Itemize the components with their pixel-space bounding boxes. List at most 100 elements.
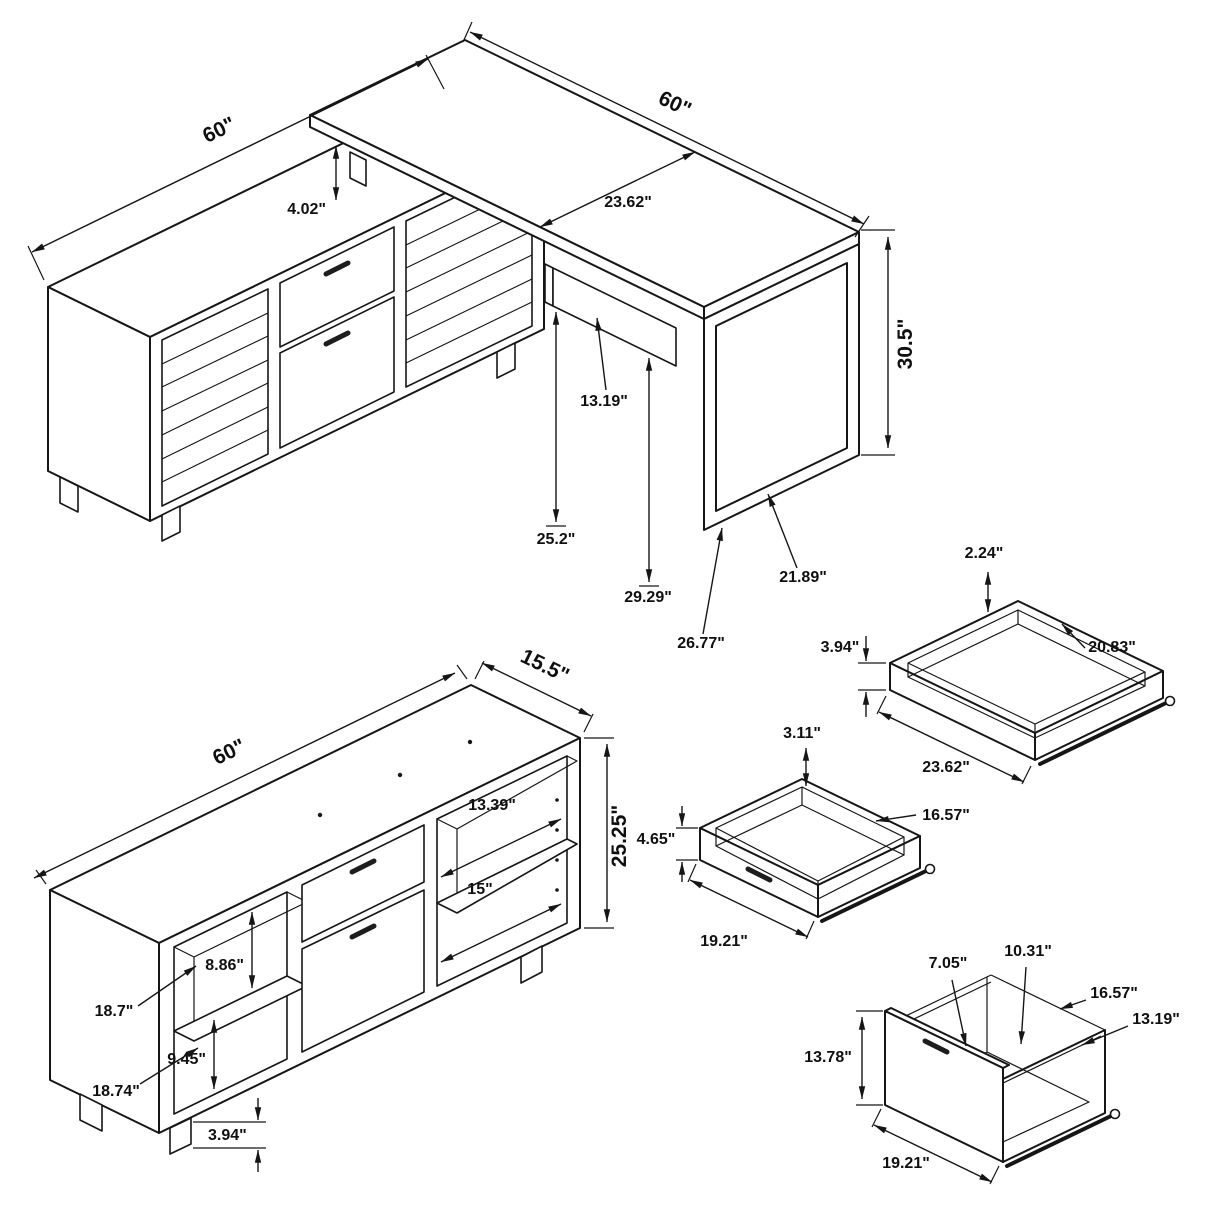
drawer-handle [323, 330, 351, 347]
dim-credenza-upper-compartment-width-annotation: 18.7" [95, 965, 197, 1020]
slide-wheel [1164, 695, 1176, 707]
drawer-file-view: 7.05" 10.31" 16.57" 13.19" 13.78" 19.21" [804, 943, 1180, 1185]
dim-desk-leg-base: 26.77" [677, 635, 725, 652]
cam-hole [317, 812, 323, 818]
dim-desk-return-length: 60" [199, 113, 239, 148]
drawer-side [817, 835, 921, 918]
under-desk-drawer-front [552, 267, 677, 367]
dim-credenza-upper-shelf-width-annotation: 13.39" [440, 797, 562, 878]
dim-drawer-file-inner-depth-annotation: 13.19" [1081, 1011, 1180, 1046]
dim-desk-overall-height-annotation: 30.5" [861, 229, 917, 456]
dim-drawer-top-inner-depth-annotation: 20.83" [1061, 623, 1136, 656]
shelf-pin-hole [555, 888, 559, 892]
cam-hole [397, 772, 403, 778]
dim-drawer-file-back-inner-height: 10.31" [1004, 943, 1052, 960]
file-drawer-back-top [990, 974, 1106, 1031]
drawer-handle [349, 923, 377, 940]
credenza-leg [169, 1117, 192, 1155]
drawer-slide-rail [820, 869, 928, 923]
dim-credenza-lower-compartment-width-annotation: 18.74" [92, 1047, 199, 1100]
under-desk-drawer [544, 263, 677, 367]
dim-desk-leg-base-annotation: 26.77" [677, 527, 725, 652]
dim-drawer-file-front-inner-height: 7.05" [929, 955, 968, 972]
dim-drawer-file-outer-depth-annotation: 16.57" [1059, 985, 1138, 1010]
louvered-door-left [161, 288, 269, 507]
dim-desk-top-depth-annotation: 23.62" [539, 151, 696, 228]
dim-drawer-mid-inner-depth-annotation: 16.57" [875, 807, 970, 824]
dim-desk-underside-clearance: 29.29" [624, 589, 672, 606]
dim-drawer-top-outer-height-annotation: 3.94" [821, 636, 886, 717]
dim-desk-top-depth: 23.62" [604, 194, 652, 211]
dim-drawer-mid-outer-height-annotation: 4.65" [637, 806, 698, 882]
dim-credenza-leg-height-annotation: 3.94" [193, 1098, 266, 1172]
cabinet-leg [496, 342, 516, 379]
dim-drawer-file-outer-height-annotation: 13.78" [804, 1010, 883, 1106]
shelf-pin-hole [555, 798, 559, 802]
shelf-pin-hole [555, 858, 559, 862]
dim-drawer-mid-inner-height-annotation: 3.11" [783, 725, 821, 787]
dim-credenza-leg-height: 3.94" [208, 1127, 247, 1144]
louver-slats-left [161, 312, 269, 483]
dim-desk-top-gap-annotation: 4.02" [287, 145, 340, 218]
drawer-handle [745, 866, 773, 883]
dim-drawer-mid-outer-height: 4.65" [637, 831, 676, 848]
credenza-leg [79, 1093, 103, 1132]
dim-desk-pencil-drawer: 13.19" [580, 393, 628, 410]
under-desk-drawer-end [544, 263, 554, 307]
dim-desk-top-gap: 4.02" [287, 201, 326, 218]
dim-drawer-file-outer-width: 19.21" [882, 1155, 930, 1172]
cabinet-lower-drawer [279, 296, 395, 449]
dim-credenza-upper-shelf-width: 13.39" [468, 797, 516, 814]
slide-wheel [924, 863, 936, 875]
drawer-cavity-corners [907, 610, 1146, 738]
slide-wheel [1109, 1108, 1121, 1120]
dim-desk-overall-height: 30.5" [894, 319, 917, 370]
dim-drawer-top-outer-width: 23.62" [922, 759, 970, 776]
drawer-slide-rail [1038, 701, 1168, 766]
dim-drawer-top-outer-width-annotation: 23.62" [876, 695, 1032, 785]
dim-credenza-lower-compartment-width: 18.74" [92, 1083, 140, 1100]
dim-drawer-file-outer-height: 13.78" [804, 1049, 852, 1066]
louver-slats-right [405, 183, 533, 364]
dim-drawer-top-inner-height-annotation: 2.24" [965, 545, 1004, 613]
dim-credenza-upper-opening-height-annotation: 8.86" [205, 911, 256, 989]
dim-drawer-file-back-inner-height-annotation: 10.31" [1004, 943, 1052, 1045]
dim-desk-leg-inner-annotation: 21.89" [767, 493, 827, 586]
dim-drawer-top-inner-depth: 20.83" [1088, 639, 1136, 656]
cabinet-leg [59, 476, 79, 513]
credenza-lower-drawer [301, 889, 425, 1053]
dim-drawer-file-outer-width-annotation: 19.21" [871, 1108, 1000, 1185]
dim-desk-pencil-drawer-annotation: 13.19" [580, 317, 628, 410]
desk-view: 60" 60" 4.02" 23.62" 30.5" 13.19" 25.2" [27, 21, 917, 652]
drawer-slide-rail [1005, 1114, 1113, 1168]
dim-credenza-lower-shelf-width-annotation: 15" [440, 881, 562, 963]
file-drawer-front-panel [884, 1010, 1004, 1163]
dim-credenza-height-annotation: 25.25" [584, 737, 631, 929]
drawer-top-view: 2.24" 3.94" 20.83" 23.62" [821, 545, 1176, 785]
dim-credenza-upper-opening-height: 8.86" [205, 957, 244, 974]
dim-drawer-file-front-inner-height-annotation: 7.05" [929, 955, 968, 1047]
dim-drawer-top-outer-height: 3.94" [821, 639, 860, 656]
drawer-cavity-corners [715, 787, 905, 899]
dim-desk-top-length: 60" [655, 87, 695, 122]
dim-credenza-upper-compartment-width: 18.7" [95, 1003, 134, 1020]
dim-drawer-mid-outer-width: 19.21" [700, 933, 748, 950]
credenza-left-compartment [173, 891, 308, 1115]
dim-drawer-mid-outer-width-annotation: 19.21" [687, 863, 815, 950]
cam-hole [467, 739, 473, 745]
dim-credenza-depth: 15.5" [517, 645, 573, 688]
shelf-pin-hole [555, 828, 559, 832]
dim-credenza-lower-opening-height: 9.45" [167, 1051, 206, 1068]
dim-credenza-lower-shelf-width: 15" [467, 881, 492, 898]
drawer-handle [323, 260, 351, 277]
dim-drawer-top-inner-height: 2.24" [965, 545, 1004, 562]
dim-drawer-file-inner-depth: 13.19" [1132, 1011, 1180, 1028]
desk-sled-leg [703, 243, 860, 531]
cabinet-leg [161, 505, 181, 542]
dim-drawer-file-outer-depth: 16.57" [1090, 985, 1138, 1002]
drawer-mid-view: 3.11" 16.57" 4.65" 19.21" [637, 725, 970, 950]
dim-credenza-length: 60" [209, 735, 249, 770]
dim-desk-leg-inner: 21.89" [779, 569, 827, 586]
